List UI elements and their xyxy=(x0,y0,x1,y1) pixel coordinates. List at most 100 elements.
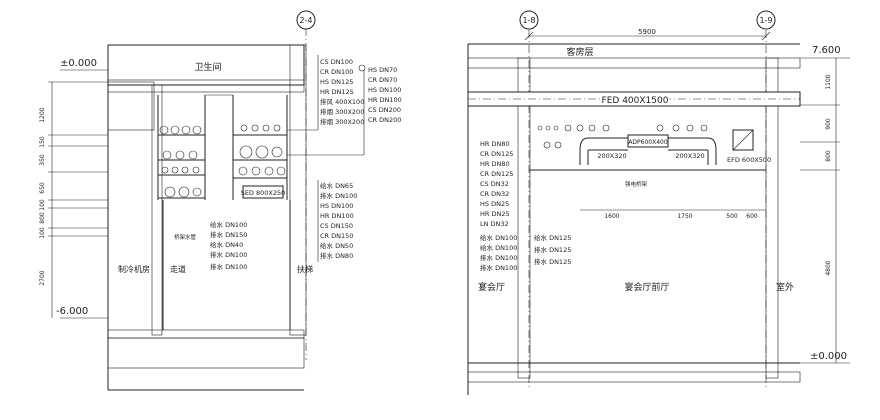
elevation-bottom-right: ±0.000 xyxy=(810,351,847,362)
svg-text:排水 DN125: 排水 DN125 xyxy=(534,245,571,254)
dim-800: 800 xyxy=(39,212,46,224)
svg-text:HR DN100: HR DN100 xyxy=(368,96,402,104)
svg-text:CS DN100: CS DN100 xyxy=(320,58,353,66)
elevation-bottom-left: -6.000 xyxy=(56,306,88,317)
small-note-left: 桥架水管 xyxy=(174,233,197,241)
ceiling-pipes xyxy=(537,124,708,149)
left-dim-ticks xyxy=(48,81,108,237)
dim-1100: 1100 xyxy=(825,74,832,89)
duct-efd-label: EFD 600X500 xyxy=(727,156,771,164)
dim-1200: 1200 xyxy=(39,107,46,122)
svg-text:HR DN80: HR DN80 xyxy=(480,160,510,168)
dim-900: 900 xyxy=(825,118,832,130)
svg-text:CR DN150: CR DN150 xyxy=(320,232,353,240)
left-section: 2-4 卫生间 ±0.000 -6.000 1200 150 350 xyxy=(39,10,402,391)
dim-800r: 800 xyxy=(825,150,832,162)
lower-left-tags: 给水 DN100 排水 DN150 给水 DN40 排水 DN100 排水 DN… xyxy=(210,220,247,271)
room-refrigeration-label: 制冷机房 xyxy=(118,264,150,274)
grid-label-2-4: 2-4 xyxy=(299,16,312,25)
svg-text:给水 DN100: 给水 DN100 xyxy=(480,243,517,252)
duct-fed-label: FED 400X1500 xyxy=(602,96,669,106)
elevation-top-right: 7.600 xyxy=(812,45,841,56)
tray-note: 强电桥架 xyxy=(625,180,648,188)
svg-text:HS DN100: HS DN100 xyxy=(320,202,353,210)
svg-text:排水 DN100: 排水 DN100 xyxy=(480,253,517,262)
elevation-top-left: ±0.000 xyxy=(60,58,97,69)
top-slab-left xyxy=(107,44,305,86)
mid-pipe-tags: 给水 DN65 排水 DN100 HS DN100 HR DN100 CS DN… xyxy=(320,181,357,260)
svg-text:CS DN200: CS DN200 xyxy=(368,106,401,114)
svg-text:CS DN32: CS DN32 xyxy=(480,180,509,188)
svg-text:HS DN100: HS DN100 xyxy=(368,86,401,94)
svg-text:HS DN125: HS DN125 xyxy=(320,78,353,86)
svg-text:CR DN70: CR DN70 xyxy=(368,76,397,84)
svg-text:CR DN200: CR DN200 xyxy=(368,116,401,124)
svg-text:LN DN32: LN DN32 xyxy=(480,220,509,228)
right-pipe-tags-right: 给水 DN125 排水 DN125 排水 DN125 xyxy=(534,233,571,266)
svg-text:排水 DN80: 排水 DN80 xyxy=(320,251,353,260)
dim-650: 650 xyxy=(39,182,46,194)
dim-350: 350 xyxy=(39,154,46,166)
duct-label-200x320-b: 200X320 xyxy=(675,152,704,160)
dim-100a: 100 xyxy=(39,199,46,211)
svg-text:HR DN25: HR DN25 xyxy=(480,210,510,218)
room-banquet-foyer-label: 宴会厅前厅 xyxy=(624,281,669,293)
right-pipe-tags-left: HR DN80 CR DN125 HR DN80 CR DN125 CS DN3… xyxy=(480,140,517,272)
pipe-rack-left xyxy=(157,95,206,200)
duct-adp-label: ADP600X400 xyxy=(628,139,668,146)
svg-text:给水 DN40: 给水 DN40 xyxy=(210,240,243,249)
top-dim-5900: 5900 xyxy=(638,28,656,36)
svg-text:CS DN150: CS DN150 xyxy=(320,222,353,230)
svg-text:CR DN125: CR DN125 xyxy=(480,170,513,178)
spacing-dim-600: 600 xyxy=(746,213,758,220)
room-outdoor-label: 室外 xyxy=(776,281,794,293)
dim-2700: 2700 xyxy=(39,270,46,285)
svg-text:排水 DN100: 排水 DN100 xyxy=(320,191,357,200)
bottom-slab-left xyxy=(107,329,305,339)
spacing-dim-500: 500 xyxy=(726,213,738,220)
svg-text:排水 DN100: 排水 DN100 xyxy=(480,263,517,272)
room-stair-label: 扶梯 xyxy=(297,264,313,274)
svg-text:CR DN100: CR DN100 xyxy=(320,68,353,76)
grid-bubble-2-4 xyxy=(296,10,316,30)
svg-text:排水 DN150: 排水 DN150 xyxy=(210,230,247,239)
grid-label-1-9: 1-9 xyxy=(759,16,772,25)
svg-text:给水 DN100: 给水 DN100 xyxy=(480,233,517,242)
brick-wall xyxy=(107,81,155,131)
spacing-dim-1750: 1750 xyxy=(677,213,692,220)
top-pipe-tags: CS DN100 CR DN100 HS DN125 HR DN125 排风 4… xyxy=(320,58,364,126)
room-guest-floor-label: 客房层 xyxy=(566,46,593,58)
svg-text:CR DN32: CR DN32 xyxy=(480,190,509,198)
grid-label-1-8: 1-8 xyxy=(522,16,535,25)
spacing-dim-1600: 1600 xyxy=(604,213,619,220)
room-corridor-label: 走道 xyxy=(170,264,186,274)
svg-text:排烟 300X200: 排烟 300X200 xyxy=(320,107,364,116)
room-banquet-hall-label: 宴会厅 xyxy=(478,281,505,293)
right-pipe-tags: HS DN70 CR DN70 HS DN100 HR DN100 CS DN2… xyxy=(368,66,402,124)
svg-text:排水 DN100: 排水 DN100 xyxy=(210,250,247,259)
dim-100b: 100 xyxy=(39,227,46,239)
svg-text:CR DN125: CR DN125 xyxy=(480,150,513,158)
right-section: 1-8 1-9 5900 客房层 7.600 ±0.000 1100 900 8… xyxy=(467,10,850,395)
duct-label-sed: SED 800X250 xyxy=(241,189,286,197)
dim-150: 150 xyxy=(39,136,46,148)
grid-bubble-1-8 xyxy=(519,10,539,30)
dim-4800: 4800 xyxy=(825,260,832,275)
svg-text:HR DN125: HR DN125 xyxy=(320,88,354,96)
svg-text:HS DN25: HS DN25 xyxy=(480,200,509,208)
pipe-rack-right: SED 800X250 xyxy=(232,95,288,200)
svg-text:给水 DN50: 给水 DN50 xyxy=(320,241,353,250)
svg-text:给水 DN65: 给水 DN65 xyxy=(320,181,353,190)
svg-text:排水 DN125: 排水 DN125 xyxy=(534,257,571,266)
svg-text:排风 400X100: 排风 400X100 xyxy=(320,97,364,106)
svg-text:排水 DN100: 排水 DN100 xyxy=(210,262,247,271)
grid-bubble-1-9 xyxy=(756,10,776,30)
svg-text:排烟 300X200: 排烟 300X200 xyxy=(320,117,364,126)
svg-text:给水 DN100: 给水 DN100 xyxy=(210,220,247,229)
room-toilet-label: 卫生间 xyxy=(194,61,221,73)
svg-text:HR DN100: HR DN100 xyxy=(320,212,354,220)
duct-adp xyxy=(627,134,669,148)
duct-label-200x320-a: 200X320 xyxy=(597,152,626,160)
svg-text:给水 DN125: 给水 DN125 xyxy=(534,233,571,242)
